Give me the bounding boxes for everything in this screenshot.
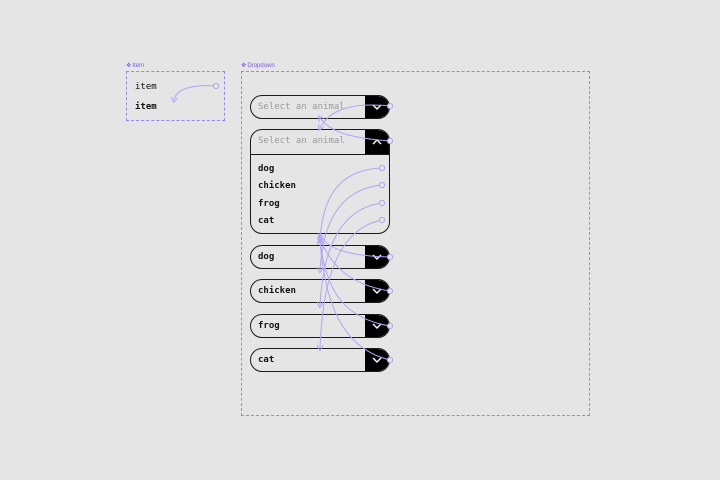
dropdown-open[interactable]: Select an animal dog chicken frog cat — [250, 129, 390, 234]
dropdown-toggle-button[interactable] — [365, 315, 389, 337]
dropdown-selected-value: dog — [258, 252, 275, 262]
dropdown-toggle-button[interactable] — [365, 349, 389, 371]
item-hover[interactable]: item — [135, 102, 157, 112]
dropdown-toggle-button[interactable] — [365, 130, 389, 154]
dropdown-open-header[interactable]: Select an animal — [251, 130, 389, 155]
chevron-down-icon — [372, 288, 382, 294]
component-diamond-icon: ❖ — [126, 63, 132, 69]
chevron-down-icon — [372, 323, 382, 329]
dropdown-selected-dog[interactable]: dog — [250, 245, 390, 269]
chevron-down-icon — [372, 357, 382, 363]
chevron-down-icon — [372, 254, 382, 260]
option-chicken[interactable]: chicken — [258, 181, 296, 191]
dropdown-placeholder-text: Select an animal — [258, 102, 345, 112]
dropdown-selected-cat[interactable]: cat — [250, 348, 390, 372]
dropdown-selected-value: cat — [258, 355, 275, 365]
dropdown-toggle-button[interactable] — [365, 96, 389, 118]
dropdown-selected-frog[interactable]: frog — [250, 314, 390, 338]
component-diamond-icon: ❖ — [241, 63, 247, 69]
item-frame-label: ❖Item — [126, 63, 145, 69]
dropdown-selected-chicken[interactable]: chicken — [250, 279, 390, 303]
dropdown-placeholder-text: Select an animal — [258, 136, 345, 146]
option-dog[interactable]: dog — [258, 164, 275, 174]
dropdown-toggle-button[interactable] — [365, 280, 389, 302]
chevron-up-icon — [372, 139, 382, 145]
option-frog[interactable]: frog — [258, 199, 280, 209]
dropdown-closed-placeholder[interactable]: Select an animal — [250, 95, 390, 119]
item-default[interactable]: item — [135, 82, 157, 92]
dropdown-frame-label: ❖Dropdown — [241, 63, 275, 69]
item-frame — [126, 71, 225, 121]
dropdown-selected-value: chicken — [258, 286, 296, 296]
dropdown-frame — [241, 71, 590, 416]
dropdown-toggle-button[interactable] — [365, 246, 389, 268]
option-cat[interactable]: cat — [258, 216, 275, 226]
dropdown-selected-value: frog — [258, 321, 280, 331]
chevron-down-icon — [372, 104, 382, 110]
